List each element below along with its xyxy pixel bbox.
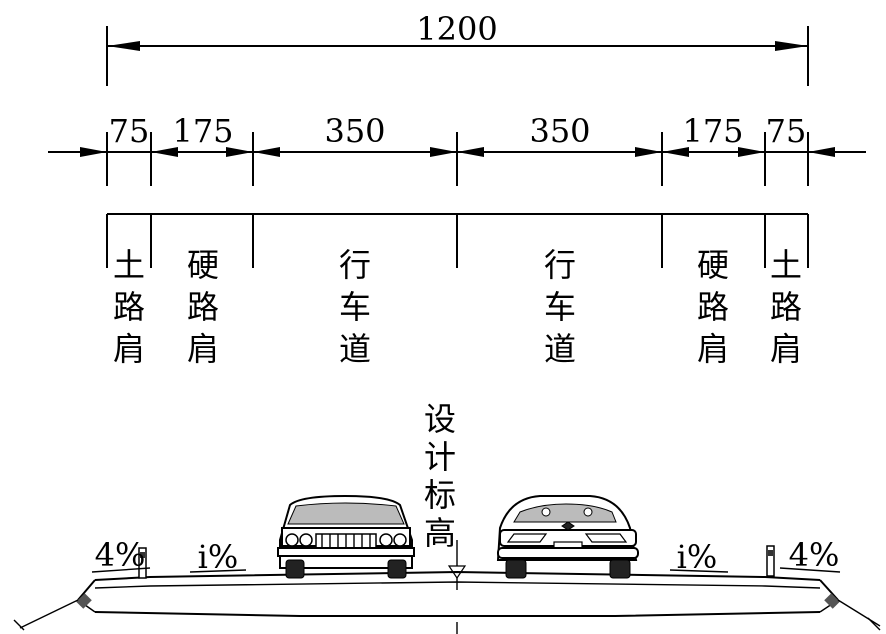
zone-label-shoulder-left: 土路肩	[113, 246, 145, 368]
segment-width-lane-right: 350	[529, 112, 590, 150]
zone-label-hard-shoulder-left: 硬路肩	[187, 246, 219, 368]
road-surface	[13, 570, 881, 631]
zone-label-lane-left: 行车道	[339, 246, 371, 368]
segment-dimension-line: 75 175 350 350 175 75	[48, 112, 866, 186]
slope-right-inner: i%	[677, 538, 718, 576]
slope-right-outer: 4%	[789, 536, 840, 574]
segment-width-shoulder-right: 75	[766, 112, 807, 150]
centerline-marker	[447, 540, 467, 634]
design-elevation-text: 设计标高	[424, 400, 456, 552]
zone-label-lane-right: 行车道	[544, 246, 576, 368]
total-width-label: 1200	[416, 10, 497, 48]
car-right-illustration	[496, 495, 639, 579]
segment-width-hard-shoulder-right: 175	[682, 112, 743, 150]
segment-width-shoulder-left: 75	[109, 112, 150, 150]
zone-bracket	[106, 213, 809, 268]
guard-post-right	[766, 545, 775, 577]
slope-left-inner: i%	[198, 538, 239, 576]
design-elevation-label: 设计标高	[424, 400, 456, 552]
zone-labels: 土路肩 硬路肩 行车道 行车道 硬路肩 土路肩	[113, 246, 802, 368]
zone-label-hard-shoulder-right: 硬路肩	[697, 246, 729, 368]
slope-labels: 4% i% i% 4%	[91, 536, 841, 576]
guard-post-left	[138, 547, 147, 579]
segment-width-lane-left: 350	[324, 112, 385, 150]
total-width-dimension: 1200	[106, 10, 809, 86]
slope-left-outer: 4%	[95, 536, 146, 574]
segment-width-hard-shoulder-left: 175	[172, 112, 233, 150]
car-left-illustration	[277, 494, 415, 579]
zone-label-shoulder-right: 土路肩	[770, 246, 802, 368]
